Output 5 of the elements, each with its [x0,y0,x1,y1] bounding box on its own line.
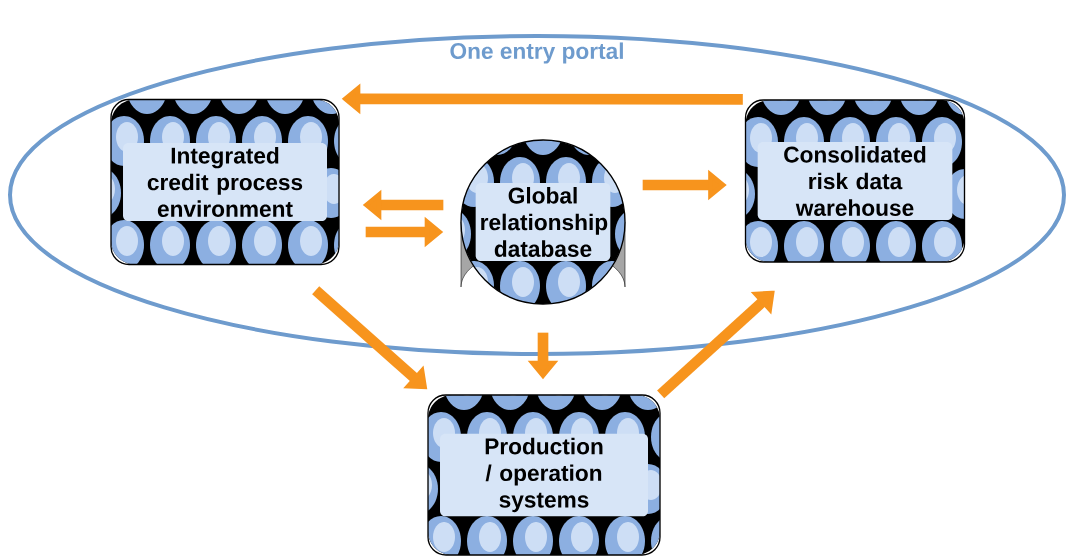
system-box: Integrated credit process environment [110,98,340,266]
arrow [657,290,775,399]
system-box: Production / operation systems [427,394,661,556]
database-cylinder: Global relationship database [460,139,626,305]
system-box: Consolidated risk data warehouse [744,99,966,263]
